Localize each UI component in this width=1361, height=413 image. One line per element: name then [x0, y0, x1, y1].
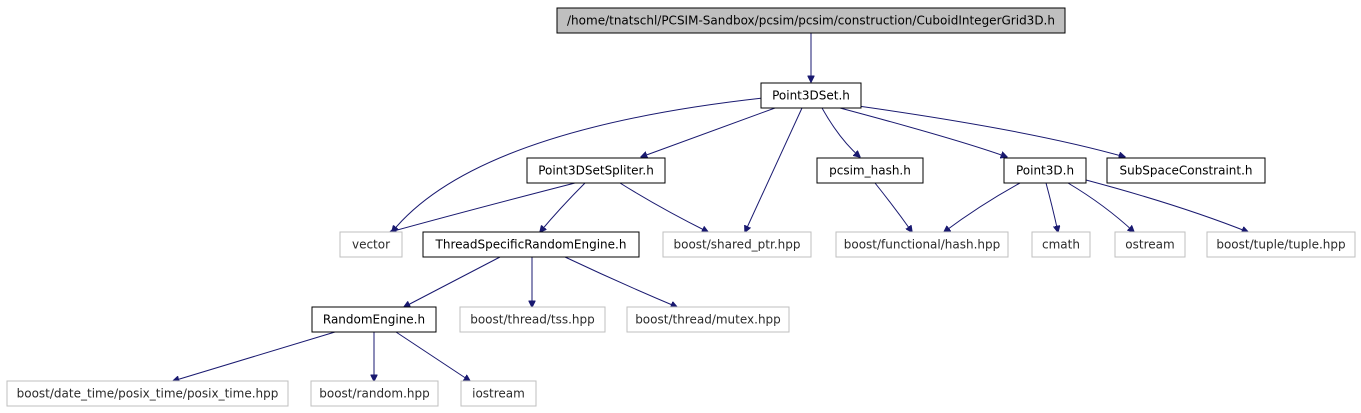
node-pcsimhash[interactable]: pcsim_hash.h	[816, 157, 924, 184]
node-box	[626, 306, 790, 333]
edge-spliter-to-sharedptr	[619, 182, 708, 232]
node-box	[1206, 231, 1356, 258]
edge-point3d-to-cmath	[1045, 182, 1058, 232]
node-spliter[interactable]: Point3DSetSpliter.h	[526, 157, 666, 184]
node-iostream: iostream	[460, 380, 537, 407]
edge-line	[821, 107, 860, 157]
node-point3dset[interactable]: Point3DSet.h	[760, 82, 862, 109]
node-box	[460, 380, 537, 407]
edge-spliter-to-vector	[390, 182, 576, 232]
node-box	[760, 82, 862, 109]
node-label: /home/tnatschl/PCSIM-Sandbox/pcsim/pcsim…	[567, 14, 1055, 28]
node-label: boost/date_time/posix_time/posix_time.hp…	[17, 387, 279, 401]
node-randomengine[interactable]: RandomEngine.h	[311, 306, 437, 333]
node-label: boost/thread/tss.hpp	[470, 313, 595, 327]
edge-tsre-to-randomengine	[404, 256, 501, 307]
node-label: boost/thread/mutex.hpp	[635, 313, 781, 327]
node-box	[310, 380, 439, 407]
edge-point3dset-to-vector	[392, 97, 764, 232]
edge-spliter-to-tsre	[540, 182, 586, 232]
node-vector: vector	[339, 231, 403, 258]
edge-point3dset-to-sharedptr	[745, 107, 803, 232]
edge-line	[395, 331, 470, 381]
edge-line	[839, 107, 1007, 157]
node-mutex: boost/thread/mutex.hpp	[626, 306, 790, 333]
node-sharedptr: boost/shared_ptr.hpp	[662, 231, 812, 258]
edge-line	[1067, 182, 1134, 232]
node-box	[6, 380, 289, 407]
edge-pcsimhash-to-funchash	[874, 182, 912, 232]
edge-line	[390, 182, 576, 232]
node-cmath: cmath	[1031, 231, 1091, 258]
node-box	[339, 231, 403, 258]
edge-tsre-to-mutex	[564, 256, 677, 307]
node-label: ThreadSpecificRandomEngine.h	[435, 238, 627, 252]
node-label: ostream	[1125, 238, 1174, 252]
node-label: cmath	[1042, 238, 1080, 252]
node-box	[556, 7, 1066, 34]
node-box	[422, 231, 640, 258]
node-box	[1106, 157, 1266, 184]
node-label: RandomEngine.h	[323, 313, 425, 327]
edge-line	[874, 182, 912, 232]
edge-line	[745, 107, 803, 232]
node-label: Point3D.h	[1016, 164, 1074, 178]
node-label: iostream	[472, 387, 525, 401]
edge-point3dset-to-point3d	[839, 107, 1007, 157]
edge-point3d-to-ostream	[1067, 182, 1134, 232]
node-label: vector	[352, 238, 390, 252]
node-tsre[interactable]: ThreadSpecificRandomEngine.h	[422, 231, 640, 258]
node-tss: boost/thread/tss.hpp	[459, 306, 606, 333]
node-box	[835, 231, 1009, 258]
edge-line	[392, 97, 764, 232]
edge-point3d-to-tuple	[1085, 179, 1248, 232]
node-label: boost/shared_ptr.hpp	[674, 238, 801, 252]
edge-randomengine-to-posixtime	[173, 331, 336, 381]
node-point3d[interactable]: Point3D.h	[1003, 157, 1087, 184]
edge-line	[540, 182, 586, 232]
node-tuple: boost/tuple/tuple.hpp	[1206, 231, 1356, 258]
node-label: boost/tuple/tuple.hpp	[1216, 238, 1345, 252]
node-box	[459, 306, 606, 333]
edge-line	[619, 182, 708, 232]
node-box	[311, 306, 437, 333]
node-box	[662, 231, 812, 258]
edge-point3dset-to-pcsimhash	[821, 107, 860, 157]
node-posixtime: boost/date_time/posix_time/posix_time.hp…	[6, 380, 289, 407]
node-box	[1114, 231, 1186, 258]
edge-line	[641, 107, 776, 157]
node-ostream: ostream	[1114, 231, 1186, 258]
edge-line	[850, 104, 1125, 157]
node-label: pcsim_hash.h	[829, 164, 911, 178]
node-label: boost/random.hpp	[319, 387, 430, 401]
edge-point3dset-to-subspace	[850, 104, 1125, 157]
node-label: SubSpaceConstraint.h	[1119, 164, 1252, 178]
node-label: Point3DSet.h	[772, 89, 850, 103]
edge-line	[564, 256, 677, 307]
node-box	[816, 157, 924, 184]
node-label: boost/functional/hash.hpp	[844, 238, 1001, 252]
node-subspace[interactable]: SubSpaceConstraint.h	[1106, 157, 1266, 184]
edge-line	[173, 331, 336, 381]
node-box	[1003, 157, 1087, 184]
node-random: boost/random.hpp	[310, 380, 439, 407]
node-box	[526, 157, 666, 184]
edge-point3d-to-funchash	[944, 182, 1021, 232]
node-box	[1031, 231, 1091, 258]
node-funchash: boost/functional/hash.hpp	[835, 231, 1009, 258]
edge-line	[1085, 179, 1248, 232]
edge-line	[944, 182, 1021, 232]
node-label: Point3DSetSpliter.h	[538, 164, 654, 178]
edge-line	[404, 256, 501, 307]
edge-randomengine-to-iostream	[395, 331, 470, 381]
edge-line	[1045, 182, 1058, 232]
edge-point3dset-to-spliter	[641, 107, 776, 157]
node-root: /home/tnatschl/PCSIM-Sandbox/pcsim/pcsim…	[556, 7, 1066, 34]
